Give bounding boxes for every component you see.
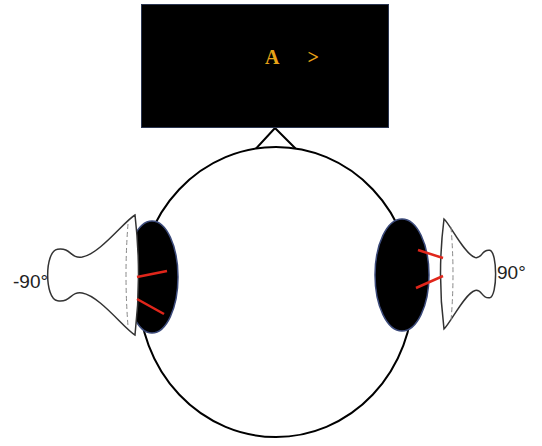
ear-marker <box>137 299 164 314</box>
speaker-body <box>441 219 496 329</box>
head-outline <box>139 147 413 437</box>
ear-marker <box>418 250 443 258</box>
stimulus-text: > <box>308 47 319 67</box>
right-ear <box>375 219 429 331</box>
speaker-grille <box>451 227 453 321</box>
angle-label: -90° <box>13 272 48 291</box>
angle-label: 90° <box>497 263 526 282</box>
speaker-symbol <box>441 219 496 329</box>
speaker-symbol <box>48 215 139 335</box>
stimulus-text: A <box>265 47 279 67</box>
speaker-body <box>48 215 139 335</box>
speaker-grille <box>126 224 128 326</box>
ear-marker <box>416 276 443 288</box>
ear-marker <box>137 271 167 277</box>
screen-box: A> <box>141 4 389 128</box>
